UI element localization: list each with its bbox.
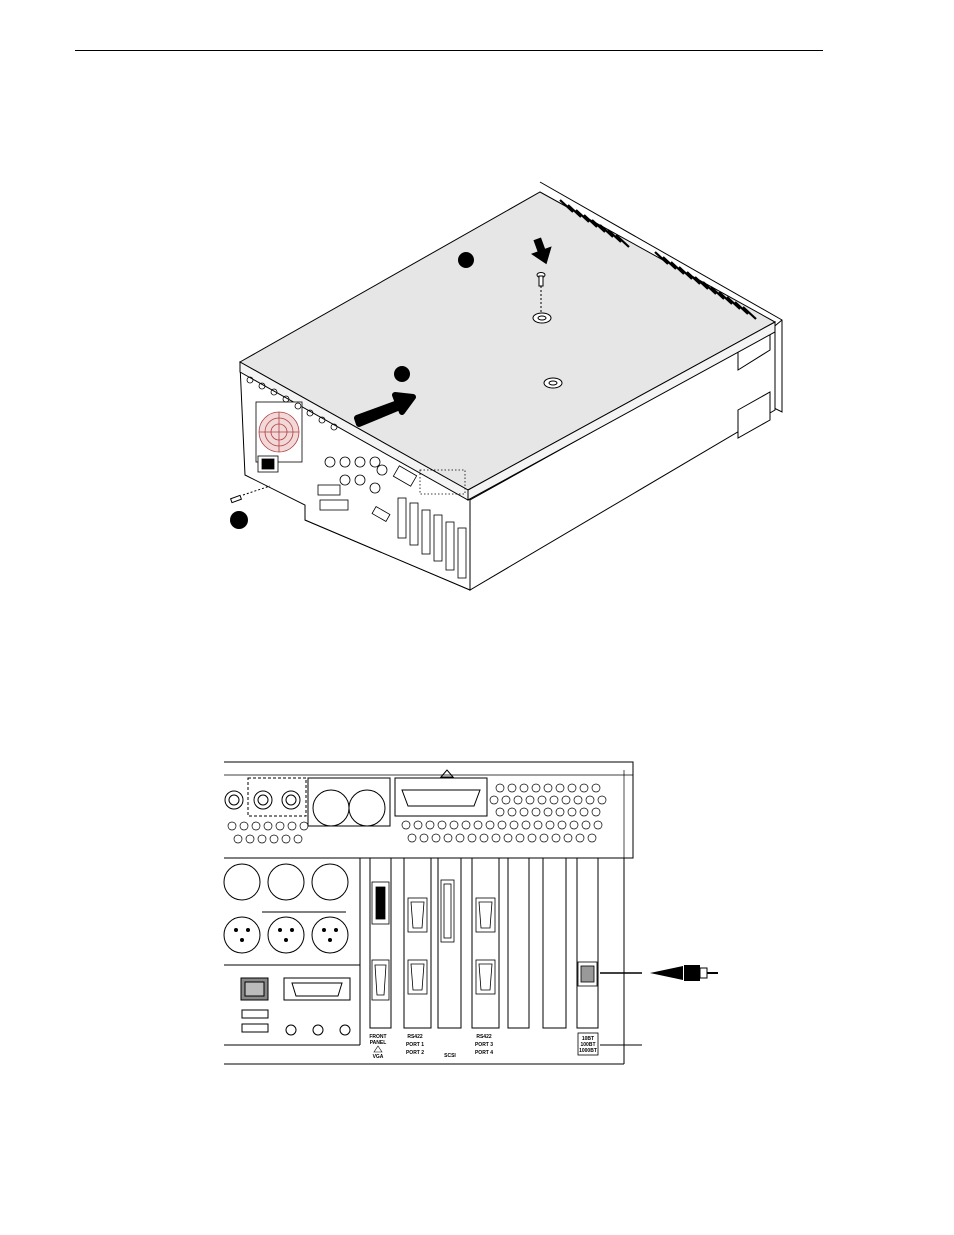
label-10bt: 10BT: [582, 1036, 594, 1042]
warning-triangle-icon: [373, 1045, 383, 1053]
callout-2: [394, 366, 410, 382]
label-port2: PORT 2: [406, 1050, 424, 1056]
label-port4: PORT 4: [475, 1050, 493, 1056]
label-front-panel: FRONT: [369, 1034, 386, 1040]
label-vga: VGA: [373, 1054, 384, 1060]
slot-rs422-3-4: [471, 857, 500, 1029]
arrow-down-icon: [530, 237, 552, 265]
arrow-left-icon: [650, 966, 683, 980]
label-port3: PORT 3: [475, 1042, 493, 1048]
slot-rs422-1-2: [403, 857, 432, 1029]
slot-ethernet: [576, 857, 599, 1029]
label-rs422-b: RS422: [476, 1034, 492, 1040]
rear-screw: [229, 485, 271, 504]
label-1000bt: 1000BT: [579, 1048, 597, 1054]
label-scsi: SCSI: [444, 1053, 456, 1059]
label-port1: PORT 1: [406, 1042, 424, 1048]
label-rs422-a: RS422: [407, 1034, 423, 1040]
label-100bt: 100BT: [580, 1042, 595, 1048]
header-rule: [75, 50, 823, 51]
label-front-panel-2: PANEL: [370, 1040, 387, 1046]
slot-empty-2: [542, 857, 567, 1029]
rear-panel-figure: FRONT PANEL VGA RS422 PORT 1 PORT 2 SCSI…: [223, 761, 718, 1065]
callout-1: [458, 252, 474, 268]
slot-scsi: [437, 857, 462, 1029]
slot-front-panel-vga: [369, 857, 392, 1029]
chassis-cover-figure: [229, 181, 783, 591]
slot-empty-1: [507, 857, 530, 1029]
callout-3: [230, 511, 248, 529]
top-screw: [536, 272, 546, 312]
ethernet-cable: [600, 965, 718, 1046]
arrow-slide-icon: [354, 392, 416, 427]
